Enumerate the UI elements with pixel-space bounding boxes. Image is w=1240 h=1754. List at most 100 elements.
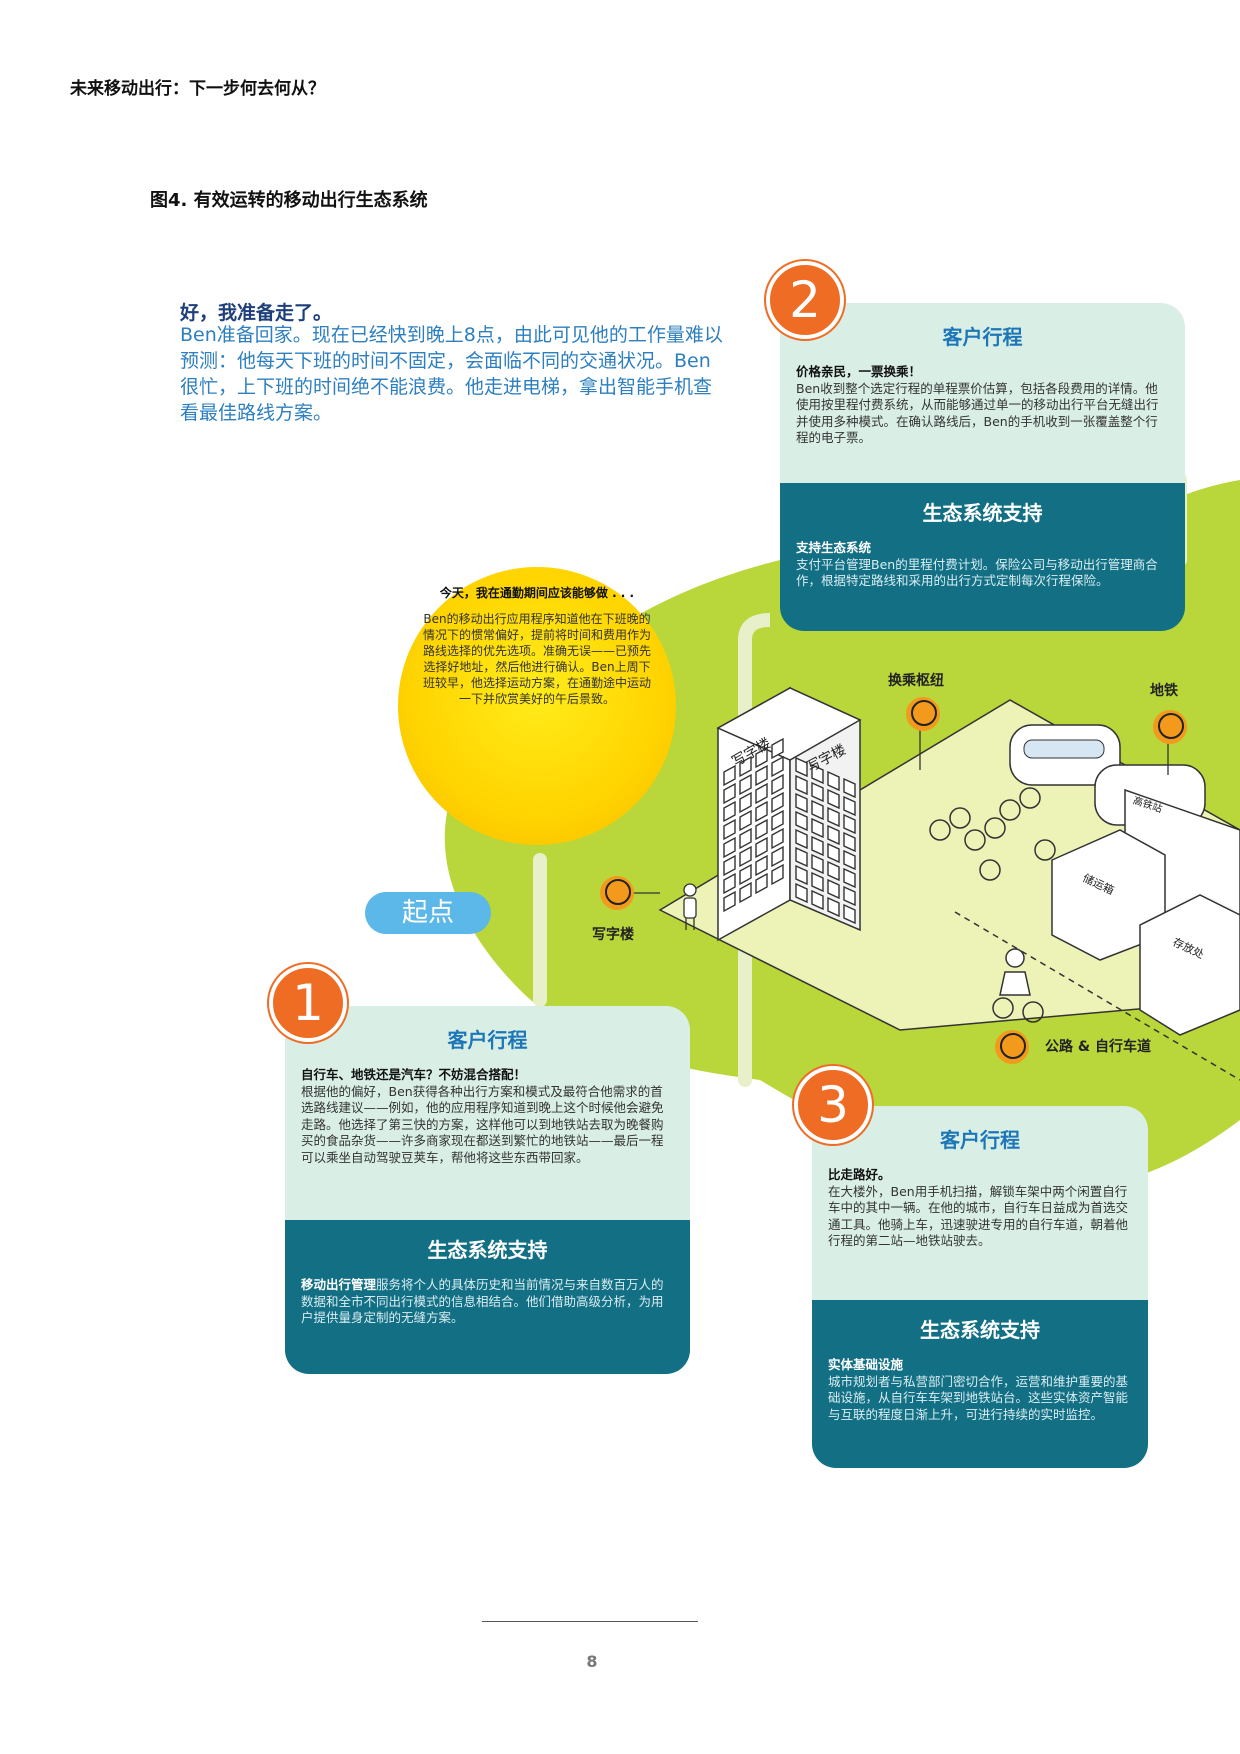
building-window (795, 810, 808, 832)
office-label: 写字楼 (592, 927, 634, 943)
building-window (755, 854, 768, 877)
building-window (771, 863, 784, 886)
building-window (723, 836, 736, 859)
building-window (723, 800, 736, 823)
storage-box-2 (1139, 894, 1240, 1036)
journey-lead: 比走路好。 (828, 1167, 891, 1182)
building-window (843, 777, 856, 799)
building-window (755, 764, 768, 787)
building-window (755, 818, 768, 841)
building-window (755, 872, 768, 895)
start-pill: 起点 (365, 892, 491, 934)
ecosystem-title: 生态系统支持 (920, 1318, 1040, 1342)
building-window (771, 737, 784, 760)
building-window (827, 842, 840, 864)
building-window (811, 763, 824, 785)
building-window (811, 817, 824, 839)
building-window (843, 813, 856, 835)
hub-pin-icon (906, 697, 940, 731)
ecosystem-lead: 支持生态系统 (796, 540, 872, 555)
ecosystem-lead: 实体基础设施 (828, 1357, 904, 1372)
step-2-card: 客户行程 价格亲民，一票换乘！Ben收到整个选定行程的单程票价估算，包括各段费用… (780, 303, 1185, 631)
pedestrian (683, 883, 697, 930)
building-window (739, 827, 752, 850)
page-number: 8 (586, 1652, 598, 1671)
building-window (739, 755, 752, 778)
journey-body: 根据他的偏好，Ben获得各种出行方案和模式及最符合他需求的首选路线建议——例如，… (301, 1083, 664, 1165)
building-window (739, 881, 752, 904)
thought-bubble (398, 567, 676, 845)
thought-text: 今天，我在通勤期间应该能够做 . . . Ben的移动出行应用程序知道他在下班晚… (418, 585, 656, 707)
building-window (739, 791, 752, 814)
building-window (827, 806, 840, 828)
building-window (755, 836, 768, 859)
building-window (771, 827, 784, 850)
ecosystem-body: 支付平台管理Ben的里程付费计划。保险公司与移动出行管理商合作，根据特定路线和采… (796, 556, 1158, 589)
building-window (811, 889, 824, 911)
figure-title: 图4. 有效运转的移动出行生态系统 (150, 190, 428, 211)
intro-title: 好，我准备走了。 (180, 302, 333, 324)
journey-section: 客户行程 自行车、地铁还是汽车？不妨混合搭配！根据他的偏好，Ben获得各种出行方… (285, 1006, 690, 1220)
thought-title: 今天，我在通勤期间应该能够做 . . . (439, 586, 635, 600)
building-window (843, 831, 856, 853)
thought-body: Ben的移动出行应用程序知道他在下班晚的情况下的惯常偏好，提前将时间和费用作为路… (422, 612, 651, 706)
building-window (771, 809, 784, 832)
building-window (811, 781, 824, 803)
building-window (795, 864, 808, 886)
step-1-card: 客户行程 自行车、地铁还是汽车？不妨混合搭配！根据他的偏好，Ben获得各种出行方… (285, 1006, 690, 1374)
step-3-card: 客户行程 比走路好。在大楼外，Ben用手机扫描，解锁车架中两个闲置自行车中的其中… (812, 1106, 1148, 1468)
journey-lead: 价格亲民，一票换乘！ (796, 364, 922, 379)
building-window (755, 782, 768, 805)
metro-pin-icon (1153, 710, 1187, 744)
step-2-badge: 2 (766, 261, 844, 339)
journey-lead: 自行车、地铁还是汽车？不妨混合搭配！ (301, 1067, 527, 1082)
building-window (739, 809, 752, 832)
building-window (795, 792, 808, 814)
building-window (723, 818, 736, 841)
building-window (795, 846, 808, 868)
building-window (827, 878, 840, 900)
journey-title: 客户行程 (942, 325, 1023, 349)
journey-title: 客户行程 (940, 1128, 1020, 1152)
road-label: 公路 & 自行车道 (1045, 1039, 1151, 1055)
building-window (827, 896, 840, 918)
building-window (755, 800, 768, 823)
intro-body: Ben准备回家。现在已经快到晚上8点，由此可见他的工作量难以预测：他每天下班的时… (180, 324, 723, 424)
building-window (811, 835, 824, 857)
building-window (755, 746, 768, 769)
running-head: 未来移动出行：下一步何去何从？ (70, 79, 325, 99)
hub-label: 换乘枢纽 (888, 673, 944, 689)
ecosystem-title: 生态系统支持 (427, 1238, 548, 1262)
footer-rule (482, 1621, 698, 1622)
building-window (739, 845, 752, 868)
journey-section: 客户行程 价格亲民，一票换乘！Ben收到整个选定行程的单程票价估算，包括各段费用… (780, 303, 1185, 483)
building-window (739, 773, 752, 796)
building-window (723, 890, 736, 913)
journey-section: 客户行程 比走路好。在大楼外，Ben用手机扫描，解锁车架中两个闲置自行车中的其中… (812, 1106, 1148, 1300)
journey-text: 价格亲民，一票换乘！Ben收到整个选定行程的单程票价估算，包括各段费用的详情。他… (796, 364, 1169, 447)
building-window (827, 770, 840, 792)
building-window (795, 882, 808, 904)
ecosystem-section: 生态系统支持 支持生态系统支付平台管理Ben的里程付费计划。保险公司与移动出行管… (780, 483, 1185, 631)
building-window (843, 885, 856, 907)
ecosystem-text: 实体基础设施城市规划者与私营部门密切合作，运营和维护重要的基础设施，从自行车车架… (828, 1357, 1132, 1423)
ecosystem-text: 移动出行管理服务将个人的具体历史和当前情况与来自数百万人的数据和全市不同出行模式… (301, 1277, 674, 1327)
ecosystem-title: 生态系统支持 (922, 501, 1043, 525)
building-window (843, 795, 856, 817)
journey-text: 比走路好。在大楼外，Ben用手机扫描，解锁车架中两个闲置自行车中的其中一辆。在他… (828, 1167, 1132, 1250)
bike-rack (929, 787, 1056, 881)
building-window (843, 849, 856, 871)
ecosystem-section: 生态系统支持 实体基础设施城市规划者与私营部门密切合作，运营和维护重要的基础设施… (812, 1300, 1148, 1468)
building-window (723, 854, 736, 877)
cyclist (992, 948, 1044, 1023)
office-pin-icon (600, 876, 634, 910)
step-3-badge: 3 (794, 1066, 872, 1144)
building-window (771, 791, 784, 814)
journey-body: 在大楼外，Ben用手机扫描，解锁车架中两个闲置自行车中的其中一辆。在他的城市，自… (828, 1183, 1129, 1249)
building-window (827, 788, 840, 810)
ecosystem-section: 生态系统支持 移动出行管理服务将个人的具体历史和当前情况与来自数百万人的数据和全… (285, 1220, 690, 1374)
building-window (811, 871, 824, 893)
building-window (843, 867, 856, 889)
journey-title: 客户行程 (447, 1028, 528, 1052)
road-pin-icon (995, 1030, 1029, 1064)
